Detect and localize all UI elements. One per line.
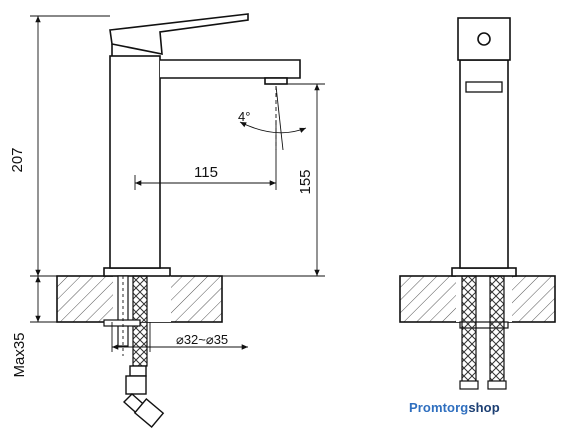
dim-155: 155 (297, 169, 314, 194)
brand-part2: shop (468, 400, 500, 415)
dim-hole-diameter: ⌀32~⌀35 (176, 332, 228, 347)
front-base (451, 267, 517, 277)
angle-valve (122, 365, 165, 428)
brand-logo: Promtorgshop (409, 400, 500, 415)
faucet-spout (160, 59, 301, 79)
faucet-body (109, 55, 161, 269)
hose-left (461, 275, 477, 387)
faucet-handle (109, 13, 249, 55)
front-aerator (465, 81, 503, 93)
dim-max35: Max35 (11, 332, 28, 377)
aerator (264, 77, 288, 85)
dim-angle: 4° (238, 109, 250, 124)
front-body (459, 59, 509, 269)
front-handle (457, 17, 511, 61)
dim-207: 207 (9, 147, 26, 172)
mounting-shank (117, 275, 129, 347)
dim-115: 115 (194, 164, 218, 181)
hose-right (489, 275, 505, 387)
faucet-base (103, 267, 171, 277)
front-view (399, 17, 556, 390)
brand-part1: Promtorg (409, 400, 469, 415)
side-view (56, 13, 301, 428)
front-indicator (477, 32, 491, 46)
dimension-lines (30, 15, 325, 352)
